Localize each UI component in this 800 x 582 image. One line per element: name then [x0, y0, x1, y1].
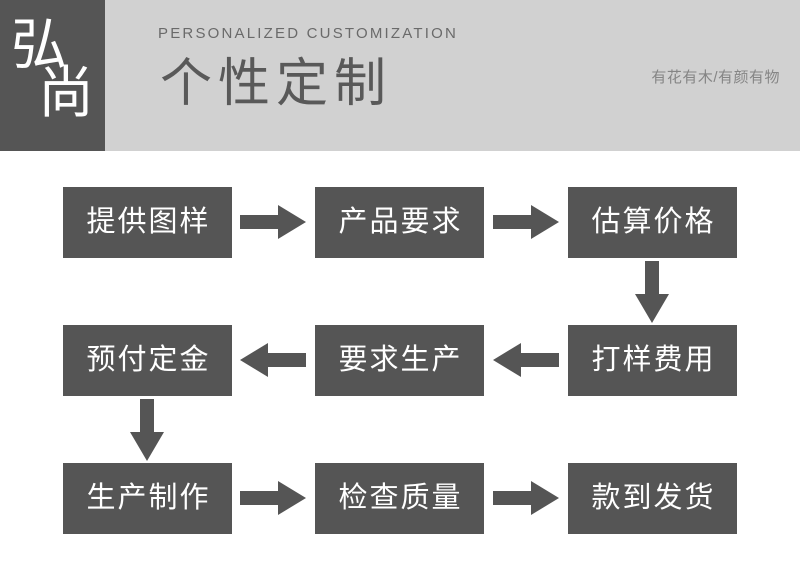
flow-node-quality-check: 检查质量	[315, 463, 484, 534]
arrow-right-icon-1	[240, 204, 306, 240]
process-flowchart: 提供图样 产品要求 估算价格 预付定金	[0, 151, 800, 582]
flow-node-product-requirement: 产品要求	[315, 187, 484, 258]
flow-node-request-production: 要求生产	[315, 325, 484, 396]
header-band: 弘 尚 PERSONALIZED CUSTOMIZATION 个性定制 有花有木…	[0, 0, 800, 151]
arrow-left-icon-2	[493, 342, 559, 378]
flow-node-estimate-price: 估算价格	[568, 187, 737, 258]
arrow-right-icon-4	[493, 480, 559, 516]
flow-node-sampling-fee: 打样费用	[568, 325, 737, 396]
logo-character-hong: 弘	[11, 15, 67, 77]
arrow-down-icon-1	[634, 261, 670, 323]
arrow-left-icon-1	[240, 342, 306, 378]
flow-node-prepay-deposit: 预付定金	[63, 325, 232, 396]
flow-node-label: 估算价格	[591, 206, 716, 238]
arrow-down-icon-2	[129, 399, 165, 461]
flow-node-label: 打样费用	[591, 344, 716, 376]
flow-node-production: 生产制作	[63, 463, 232, 534]
flow-node-label: 提供图样	[86, 206, 211, 238]
flow-node-label: 预付定金	[86, 344, 211, 376]
flow-node-provide-drawing: 提供图样	[63, 187, 232, 258]
flow-node-label: 检查质量	[338, 482, 463, 514]
logo-box: 弘 尚	[0, 0, 105, 151]
flow-node-label: 款到发货	[591, 482, 716, 514]
brand-logo-icon: 弘 尚	[0, 0, 105, 151]
arrow-right-icon-2	[493, 204, 559, 240]
header-tagline: 有花有木/有颜有物	[651, 69, 780, 86]
flow-node-label: 产品要求	[338, 206, 463, 238]
header-eyebrow-text: PERSONALIZED CUSTOMIZATION	[158, 25, 459, 42]
flow-node-label: 生产制作	[86, 482, 211, 514]
page-title: 个性定制	[160, 55, 393, 113]
flow-node-label: 要求生产	[338, 344, 463, 376]
arrow-right-icon-3	[240, 480, 306, 516]
flow-node-ship-after-payment: 款到发货	[568, 463, 737, 534]
logo-character-shang: 尚	[38, 63, 94, 125]
